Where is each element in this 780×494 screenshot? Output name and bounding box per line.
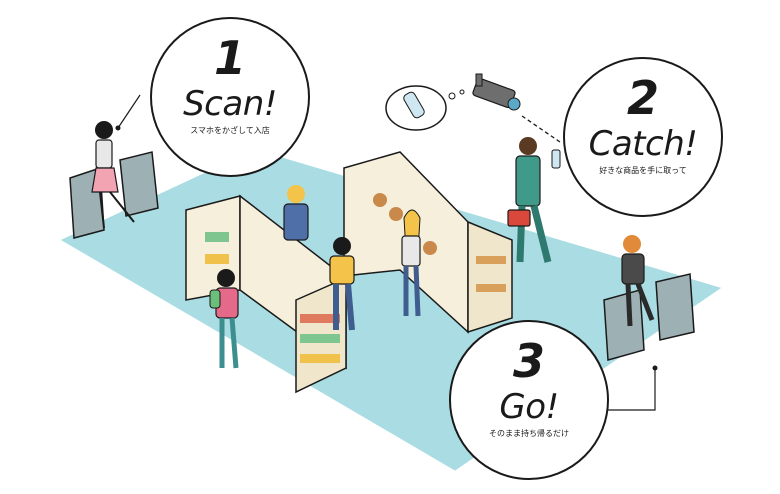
connector-scan: [117, 94, 141, 129]
step-2-number: 2: [626, 71, 659, 125]
step-2-word: Catch!: [588, 124, 698, 164]
step-3-number: 3: [512, 334, 545, 388]
thought-bubble-bottle-icon: [385, 85, 465, 131]
shopper-man-yellow-shirt: [329, 237, 355, 331]
shopper-woman-exiting: [621, 235, 655, 327]
step-3-go-bubble: 3 Go! そのまま持ち帰るだけ: [449, 320, 609, 480]
step-3-caption: そのまま持ち帰るだけ: [489, 429, 569, 438]
camera-icon: [472, 73, 521, 111]
step-2-caption: 好きな商品を手に取って: [599, 166, 687, 175]
exit-gate: [603, 273, 695, 361]
step-1-scan-bubble: 1 Scan! スマホをかざして入店: [150, 17, 310, 177]
connector-go: [608, 368, 656, 411]
shopper-man-blue-jacket: [283, 185, 309, 241]
shopper-woman-blonde: [401, 209, 421, 317]
step-3-word: Go!: [499, 387, 559, 427]
step-1-word: Scan!: [183, 84, 277, 124]
camera-dashed-arrow: [521, 115, 561, 143]
step-1-number: 1: [213, 31, 246, 85]
step-1-caption: スマホをかざして入店: [190, 126, 270, 135]
entry-gate: [69, 151, 159, 239]
shopper-businessman: [507, 137, 561, 263]
shopper-woman-entering: [91, 121, 135, 229]
step-2-catch-bubble: 2 Catch! 好きな商品を手に取って: [563, 57, 723, 217]
shopper-girl-backpack: [209, 269, 239, 369]
